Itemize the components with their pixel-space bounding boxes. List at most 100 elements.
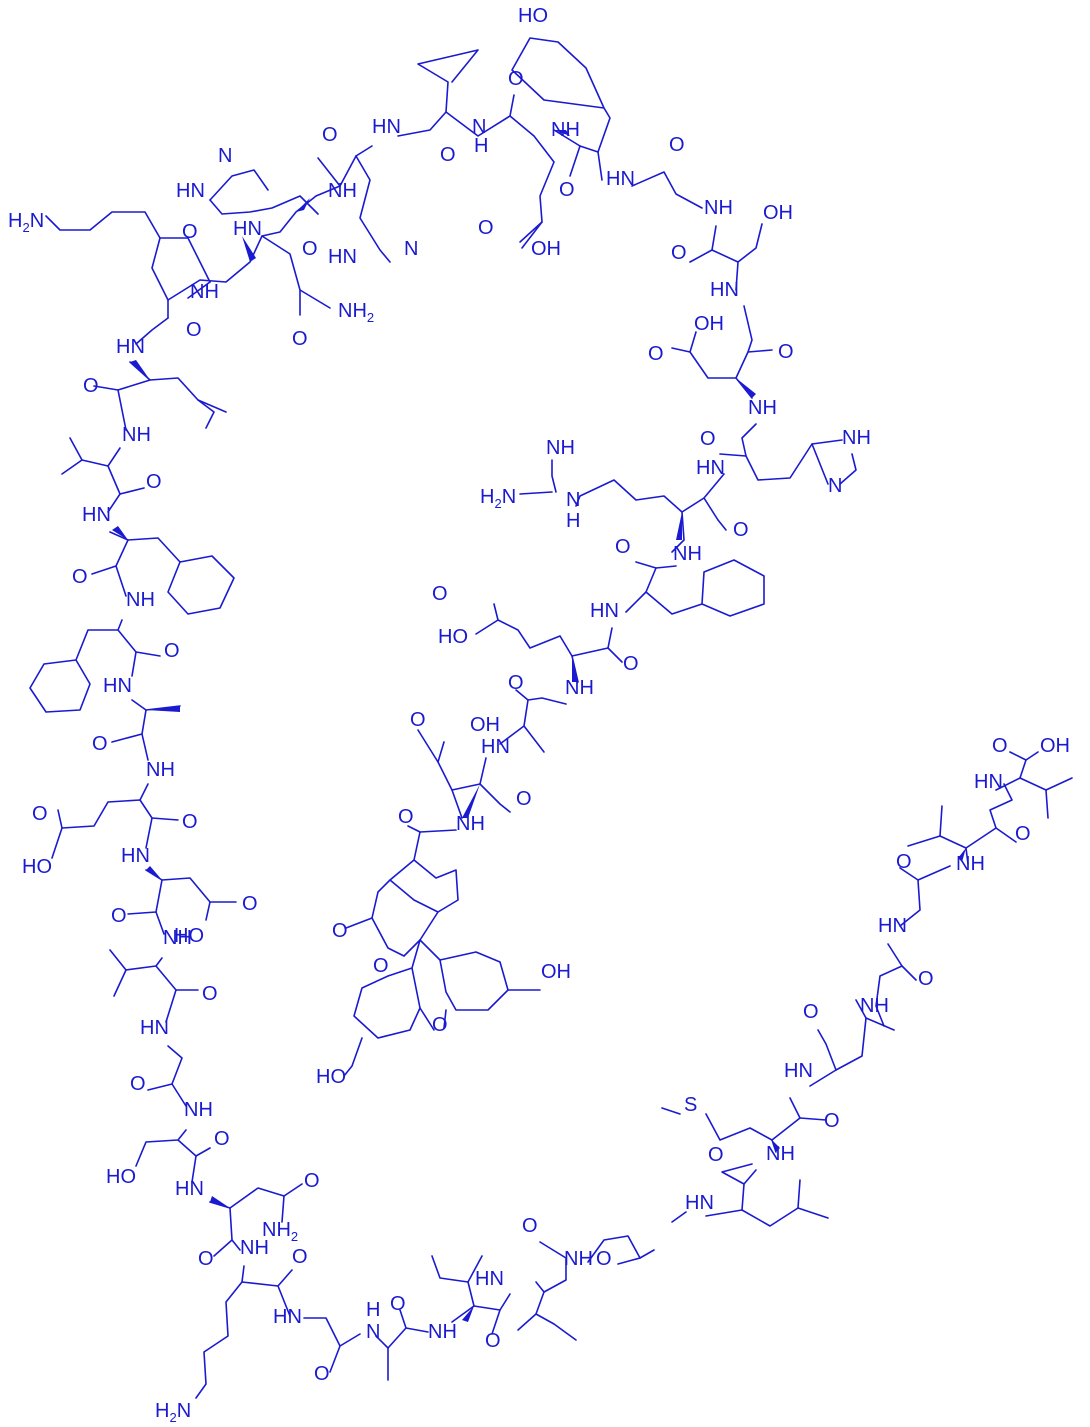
atom-label-arg5-h: H (566, 510, 580, 532)
atom-label-arg5-o: O (733, 519, 749, 541)
atom-label-gly33-nh: NH (564, 1248, 593, 1270)
atom-label-arg5-n: N (566, 489, 580, 511)
atom-label-phe4-o: O (615, 536, 631, 558)
atom-label-ala30-n: N (366, 1321, 380, 1343)
stereo-wedges (112, 130, 966, 1322)
atom-label-val24-nh: NH (163, 927, 192, 949)
atom-label-phe19-hn: HN (82, 504, 111, 526)
atom-label-phe4-nh: NH (673, 543, 702, 565)
atom-label-gly38-hn: HN (878, 915, 907, 937)
atom-label-phe20-o: O (164, 640, 180, 662)
atom-label-tyr10-ho: HO (518, 5, 548, 27)
atom-label-val40-hn: HN (974, 771, 1003, 793)
atom-label-ile31-nh: NH (428, 1321, 457, 1343)
atom-label-val18-nh: NH (122, 424, 151, 446)
atom-label-phe4-hn: HN (590, 600, 619, 622)
atom-label-his6-n: N (828, 475, 842, 497)
atom-label-leu34-hn: HN (685, 1192, 714, 1214)
atom-label-fam-lactone-o: O (332, 920, 348, 942)
atom-label-met35-s: S (684, 1094, 697, 1116)
atom-label-val12-o: O (440, 144, 456, 166)
atom-label-ala21-hn: HN (103, 675, 132, 697)
atom-label-asp7-o2: O (778, 341, 794, 363)
atom-label-asp23-side-ho: HO (174, 925, 204, 947)
atom-label-ser26-nh: NH (184, 1099, 213, 1121)
atom-label-fam-amide-o: O (398, 806, 414, 828)
atom-label-glu11-nh: NH (551, 119, 580, 141)
atom-label-his14-side-n: N (404, 238, 418, 260)
atom-label-gly25-hn: HN (140, 1017, 169, 1039)
atom-label-val36-hn: HN (784, 1060, 813, 1082)
atom-label-asp1-o2: O (516, 788, 532, 810)
atom-label-his14-o: O (322, 124, 338, 146)
atom-label-gly37-nh: NH (860, 995, 889, 1017)
atom-label-lys16-nh2: H2N (8, 210, 44, 235)
atom-label-gly9-o: O (669, 134, 685, 156)
atom-label-lys28-side-o: O (292, 1246, 308, 1268)
atom-label-gly37-o: O (918, 968, 934, 990)
atom-label-val12-nh: N (472, 116, 486, 138)
atom-label-lys28-o: O (198, 1248, 214, 1270)
atom-label-his13-o: O (302, 238, 318, 260)
atom-label-tyr10-o: O (559, 179, 575, 201)
atom-label-asn27-hn: HN (175, 1178, 204, 1200)
atom-label-ala2-hn: HN (481, 736, 510, 758)
atom-label-glu11-side-oh: OH (531, 238, 561, 260)
atom-label-his14-nh: NH (328, 180, 357, 202)
atom-label-asn27-nh2: NH2 (262, 1219, 298, 1244)
atom-label-ser26-ho: HO (106, 1166, 136, 1188)
atom-label-glu3-o: O (432, 583, 448, 605)
atom-label-fam-ho-left: HO (316, 1066, 346, 1088)
atom-label-fam-xanthene-o: O (432, 1014, 448, 1036)
atom-label-val24-o: O (202, 983, 218, 1005)
atom-label-glu3-ho: HO (438, 626, 468, 648)
atom-label-asp1-nh: NH (456, 813, 485, 835)
atom-label-asp1-oh: OH (470, 714, 500, 736)
atom-label-glu22-side-o: O (32, 803, 48, 825)
atom-label-glu3-nh: NH (565, 677, 594, 699)
atom-label-glu11-o: O (508, 68, 524, 90)
atom-label-leu17-o: O (83, 375, 99, 397)
atom-label-his14-side-hn: HN (328, 246, 357, 268)
atom-label-asp7-o: O (648, 343, 664, 365)
atom-label-ile32-o: O (522, 1215, 538, 1237)
atom-label-asp1-o: O (410, 709, 426, 731)
atom-label-gly9-nh: NH (704, 197, 733, 219)
atom-label-gly29-hn: HN (273, 1306, 302, 1328)
atom-label-gln15-nh2: NH2 (338, 300, 374, 325)
atom-label-ala2-o: O (508, 672, 524, 694)
atom-label-gln15-o: O (182, 221, 198, 243)
atom-label-gln15-side-o: O (292, 328, 308, 350)
atom-label-ser8-hn: HN (710, 279, 739, 301)
atom-label-ala30-h: H (366, 1299, 380, 1321)
atom-label-lys16-nh: NH (190, 281, 219, 303)
atom-label-asp23-side-o: O (242, 893, 258, 915)
atom-label-asp23-o: O (111, 905, 127, 927)
atom-label-val36-o: O (803, 1001, 819, 1023)
atom-label-ser8-o: O (671, 242, 687, 264)
atom-label-val12-h: H (474, 135, 488, 157)
atom-label-gly29-o: O (314, 1363, 330, 1385)
atom-label-ile31-o: O (485, 1330, 501, 1352)
atom-label-arg5-nh: NH (546, 437, 575, 459)
atom-label-his6-o: O (700, 428, 716, 450)
atom-label-phe20-nh: NH (126, 589, 155, 611)
atom-label-val39-nh: NH (956, 853, 985, 875)
atom-label-val40-o: O (992, 735, 1008, 757)
atom-label-phe19-o: O (72, 566, 88, 588)
atom-label-gln15-hn: HN (233, 218, 262, 240)
atom-label-fam-ring-o: O (373, 955, 389, 977)
atom-label-glu22-nh: NH (146, 759, 175, 781)
atom-label-lys28-nh2: H2N (155, 1400, 191, 1425)
atom-label-val40-oh: OH (1040, 735, 1070, 757)
atom-label-ala30-o: O (390, 1293, 406, 1315)
atom-label-glu11-side-o: O (478, 217, 494, 239)
atom-label-val39-o: O (1015, 823, 1031, 845)
atom-label-lys28-nh: NH (240, 1237, 269, 1259)
atom-label-lys16-o: O (186, 319, 202, 341)
atom-label-his6-hn: HN (696, 457, 725, 479)
atom-label-asp7-nh: NH (748, 397, 777, 419)
atom-label-asn27-o: O (304, 1170, 320, 1192)
